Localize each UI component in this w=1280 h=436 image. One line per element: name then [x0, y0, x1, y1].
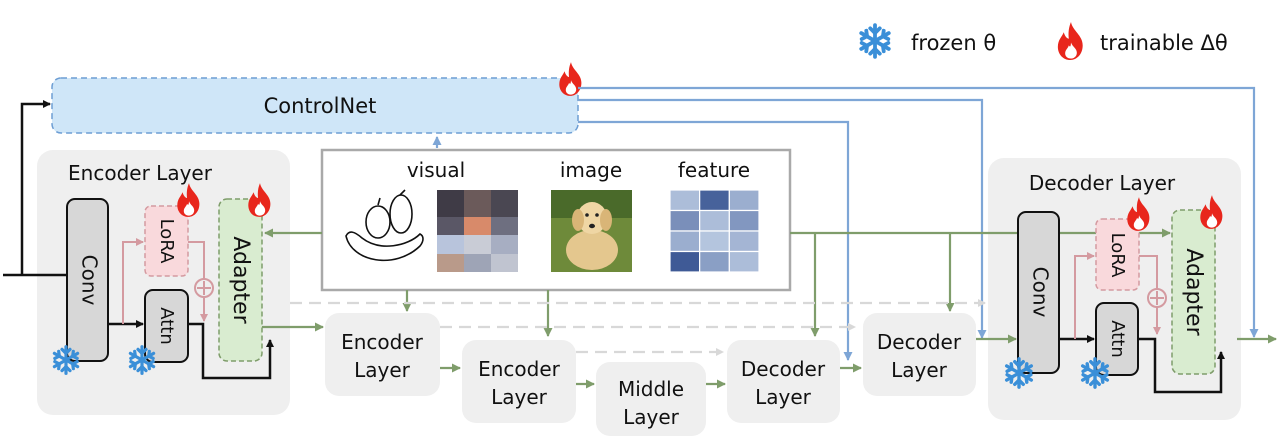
decoder-block-1 [727, 340, 840, 423]
decoder-lora-block [1095, 218, 1140, 291]
feature-grid-cell [728, 209, 760, 232]
feature-grid-cell [728, 189, 760, 212]
controlnet-to-decoder-adapter-arrow [578, 86, 1259, 338]
feature-grid-cell [669, 189, 701, 212]
decoder-conv-label: Conv [1029, 267, 1053, 318]
legend-trainable-label: trainable Δθ [1100, 31, 1228, 55]
feature-grid-cell [669, 230, 701, 253]
legend-frozen-label: frozen θ [911, 31, 996, 55]
decoder-attn-label: Attn [1107, 320, 1128, 358]
decoder-block-2-line2: Layer [891, 358, 948, 382]
encoder-add-node [194, 278, 214, 298]
controlnet-fire-icon [559, 62, 582, 96]
decoder-conv-block [1017, 211, 1060, 374]
decoder-block-1-line1: Decoder [741, 357, 826, 381]
feature-grid-cell [669, 209, 701, 232]
middle-block [596, 362, 706, 436]
decoder-adapter-block [1171, 209, 1216, 375]
feature-grid-cell [699, 189, 730, 212]
feature-grid-cell [699, 209, 730, 232]
condition-label-feature: feature [678, 158, 750, 182]
encoder-block-1-line2: Layer [354, 358, 411, 382]
controlnet-to-decoder-layer-arrow [578, 120, 853, 361]
condition-label-visual: visual [407, 158, 465, 182]
feature-grid-thumbnail [669, 189, 760, 273]
decoder-attn-block [1095, 302, 1139, 376]
encoder-panel-internals: Encoder Layer Conv LoRA Attn Adapter [37, 161, 274, 380]
snowflake-icon [861, 25, 889, 57]
encoder-lora-label: LoRA [156, 219, 177, 265]
decoder-panel-title: Decoder Layer [1029, 171, 1176, 195]
legend: frozen θ trainable Δθ [861, 22, 1228, 60]
encoder-conv-block [66, 198, 109, 362]
encoder-block-2 [462, 340, 576, 423]
decoder-block-2 [863, 313, 976, 396]
encoder-adapter-label: Adapter [228, 236, 253, 324]
pixelated-face-thumbnail [437, 190, 518, 272]
feature-grid-cell [699, 230, 730, 253]
encoder-block-1 [325, 313, 440, 396]
middle-block-line2: Layer [623, 405, 680, 429]
decoder-block-2-line1: Decoder [877, 330, 962, 354]
controlnet-output-arrows [432, 86, 1259, 361]
skip-connections [290, 299, 986, 356]
feature-grid-cell [669, 250, 701, 273]
unet-blocks: Encoder Layer Encoder Layer Middle Layer… [325, 313, 976, 436]
feature-grid-cell [728, 250, 760, 273]
feature-grid-cell [728, 230, 760, 253]
input-to-controlnet-arrow [20, 100, 51, 275]
middle-block-line1: Middle [618, 377, 684, 401]
encoder-lora-block [144, 205, 189, 277]
dog-photo-thumbnail [551, 190, 632, 272]
encoder-attn-block [144, 289, 189, 363]
encoder-attn-label: Attn [156, 307, 177, 345]
encoder-adapter-block [218, 198, 263, 362]
encoder-block-1-line1: Encoder [341, 330, 424, 354]
decoder-adapter-label: Adapter [1181, 248, 1206, 336]
controlnet-label: ControlNet [264, 94, 377, 118]
controlnet-to-decoder-panel-arrow [578, 98, 987, 339]
condition-label-image: image [560, 158, 622, 182]
decoder-block-1-line2: Layer [755, 385, 812, 409]
encoder-panel-title: Encoder Layer [68, 161, 213, 185]
decoder-panel-internals: Decoder Layer Conv LoRA Attn Adapter [1004, 171, 1225, 394]
encoder-block-2-line1: Encoder [478, 357, 561, 381]
encoder-conv-label: Conv [78, 255, 102, 306]
controlnet-box [51, 77, 579, 134]
fire-icon [1057, 22, 1083, 60]
feature-grid-cell [699, 250, 730, 273]
sketch-thumbnail [343, 189, 425, 272]
encoder-block-2-line2: Layer [491, 385, 548, 409]
decoder-add-node [1147, 288, 1167, 308]
decoder-lora-label: LoRA [1107, 233, 1128, 279]
